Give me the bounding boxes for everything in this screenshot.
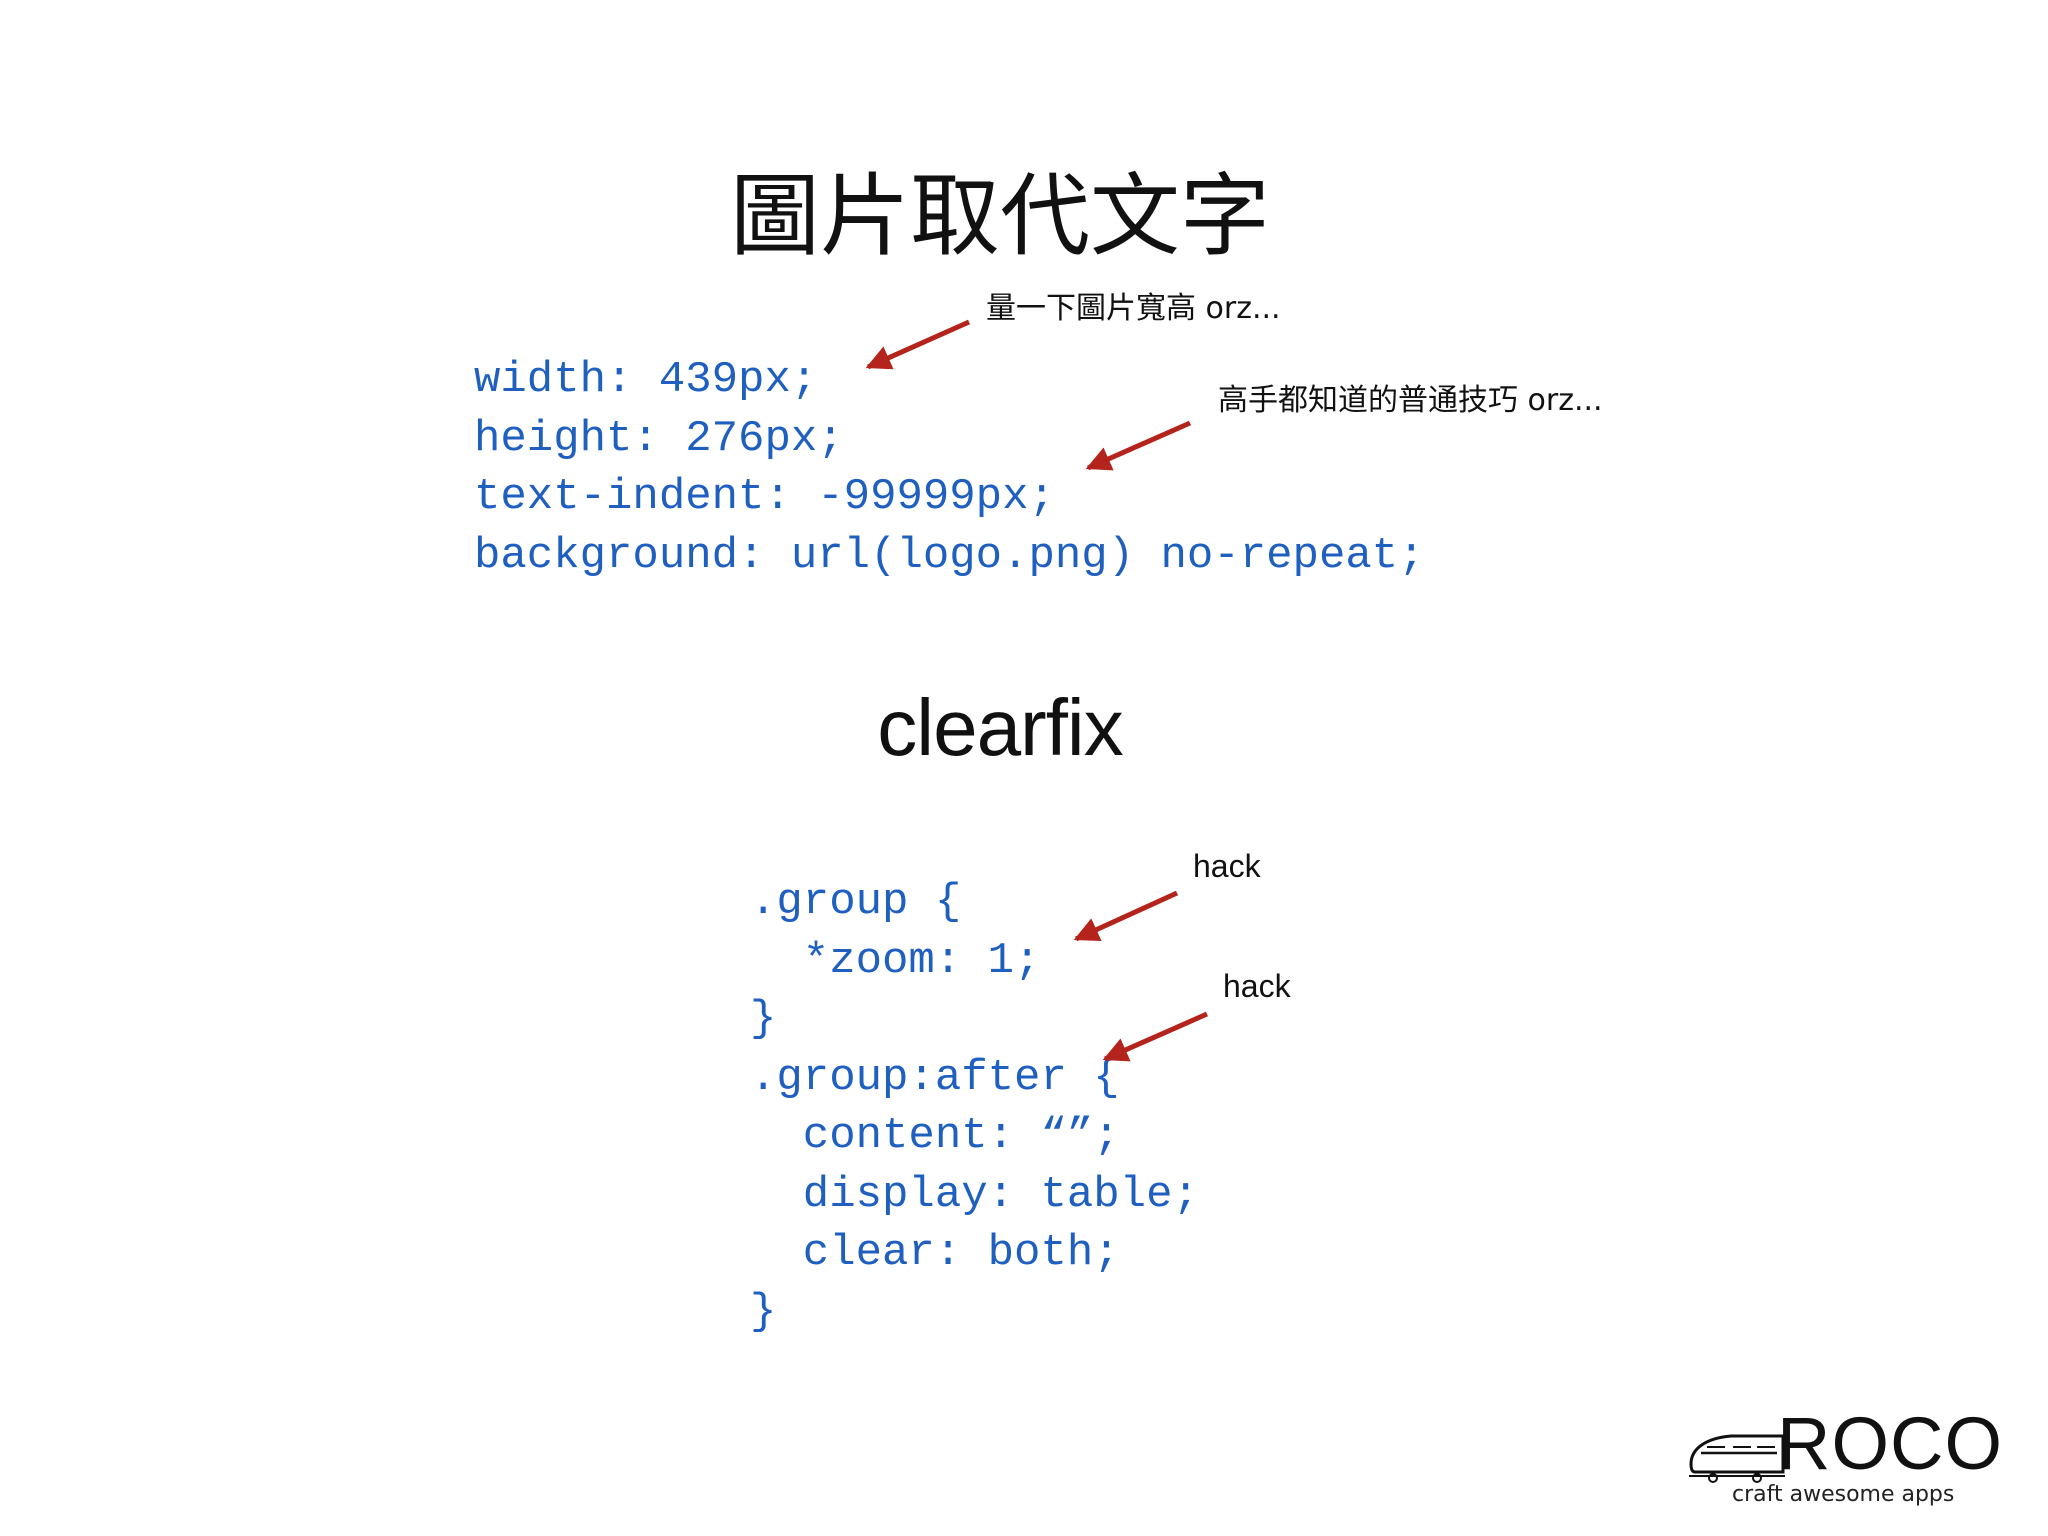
code-block-clearfix: .group { *zoom: 1;} .group:after { conten… — [750, 873, 1199, 1341]
code-line: } — [750, 1286, 777, 1337]
code-block-image-replacement: width: 439px; height: 276px; text-indent: … — [474, 351, 1425, 585]
code-line: width: 439px; — [474, 355, 818, 405]
brand-name: ROCO — [1777, 1402, 2003, 1485]
code-line: clear: both; — [750, 1228, 1120, 1278]
code-line: .group:after { — [750, 1052, 1120, 1103]
annotation-common-trick: 高手都知道的普通技巧 orz... — [1218, 383, 1603, 418]
code-line: } — [750, 994, 777, 1044]
annotation-measure-image: 量一下圖片寬高 orz... — [986, 291, 1281, 326]
slide-title-image-replacement: 圖片取代文字 — [730, 164, 1270, 269]
slide-title-clearfix: clearfix — [877, 683, 1123, 772]
code-line: height: 276px; — [474, 413, 844, 464]
code-line: content: “”; — [750, 1111, 1120, 1161]
code-line: .group { — [750, 877, 962, 927]
brand-logo: ROCO craft awesome apps — [1685, 1406, 2002, 1522]
code-line: *zoom: 1; — [750, 935, 1041, 986]
annotation-hack-zoom: hack — [1193, 848, 1261, 884]
brand-tagline: craft awesome apps — [1732, 1482, 1955, 1507]
code-line: background: url(logo.png) no-repeat; — [474, 530, 1425, 581]
annotation-hack-after: hack — [1223, 968, 1291, 1004]
code-line: text-indent: -99999px; — [474, 472, 1055, 522]
train-icon — [1689, 1434, 1785, 1483]
code-line: display: table; — [750, 1169, 1199, 1220]
